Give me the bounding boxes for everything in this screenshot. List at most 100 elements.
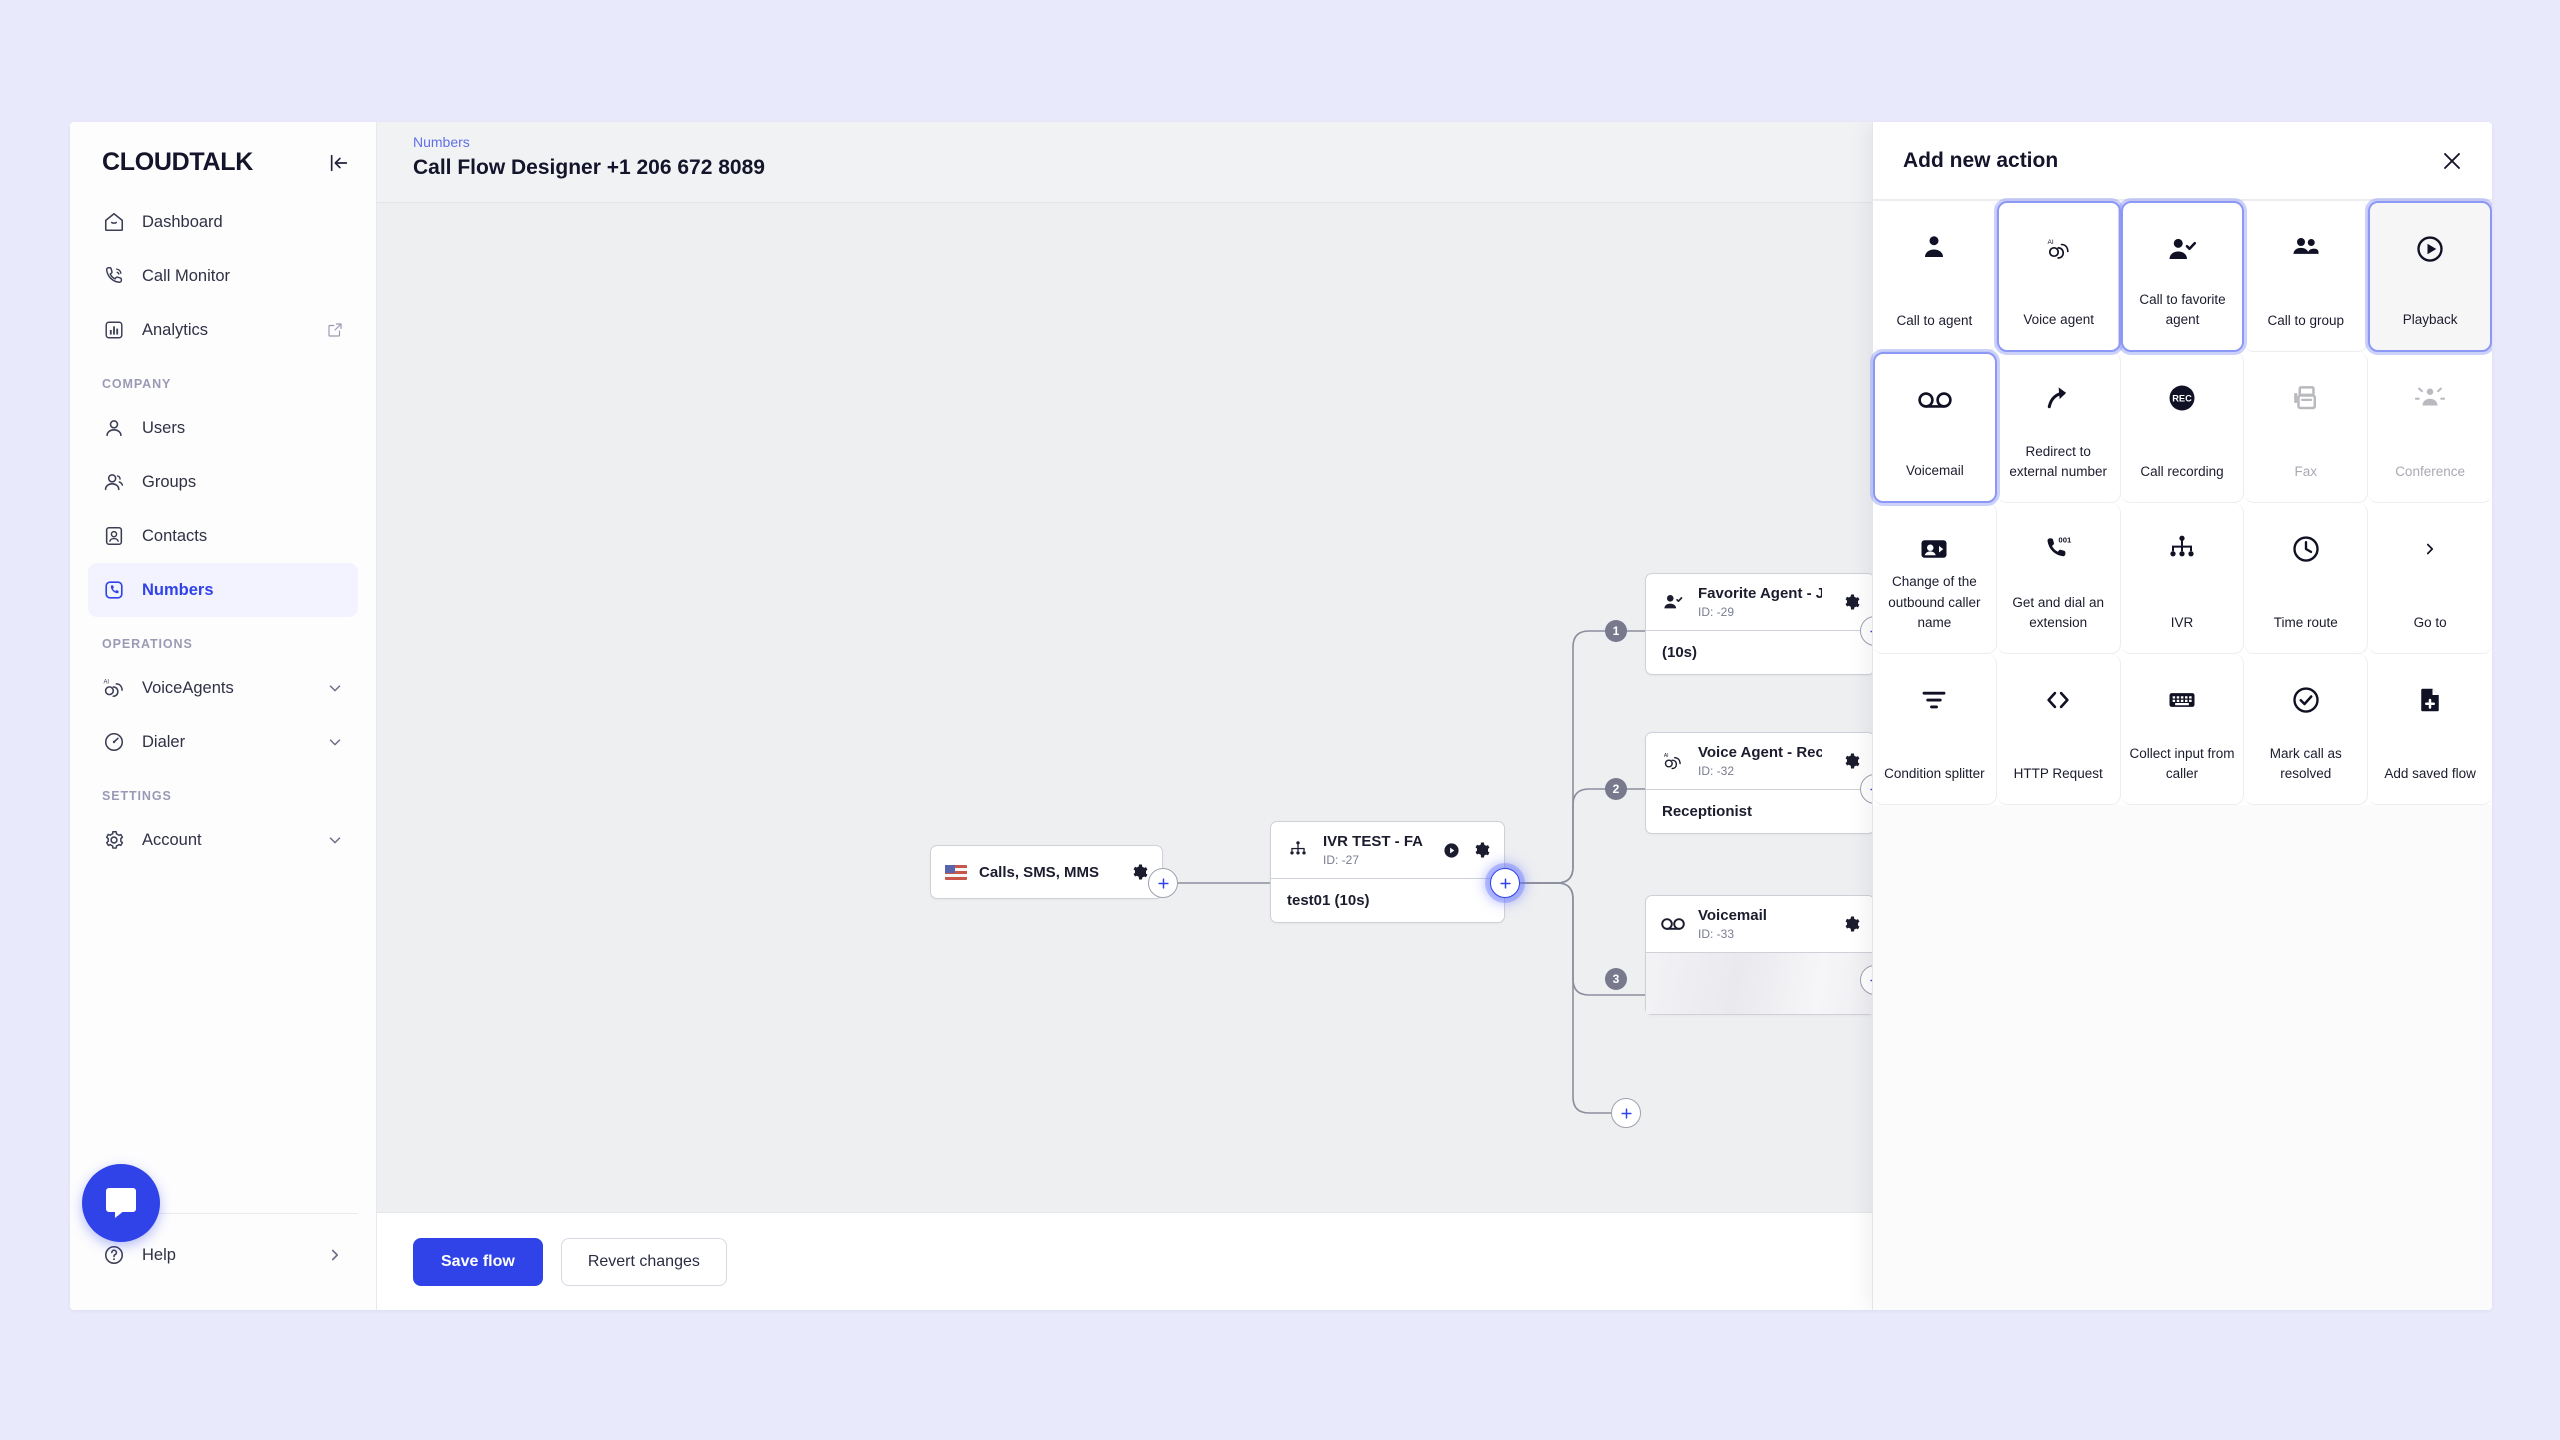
add-node-button[interactable] bbox=[1611, 1098, 1641, 1128]
home-icon bbox=[102, 210, 126, 234]
favorite-agent-icon bbox=[1660, 591, 1686, 613]
panel-header: Add new action bbox=[1873, 122, 2492, 200]
chat-bubble-icon[interactable] bbox=[82, 1164, 160, 1242]
node-actions bbox=[1842, 593, 1860, 611]
action-tile-playback[interactable]: Playback bbox=[2368, 201, 2492, 352]
sidebar-item-account[interactable]: Account bbox=[88, 813, 358, 867]
add-node-button[interactable] bbox=[1148, 868, 1178, 898]
add-node-button-selected[interactable] bbox=[1490, 868, 1520, 898]
gear-icon[interactable] bbox=[1130, 863, 1148, 881]
filter-icon bbox=[1919, 680, 1949, 720]
flow-node-branch-2[interactable]: AI Voice Agent - Recept ID: -32 Receptio… bbox=[1645, 732, 1875, 834]
action-tile-label: Redirect to external number bbox=[2009, 443, 2107, 479]
chevron-right-icon bbox=[2421, 529, 2439, 569]
users-filled-icon bbox=[2291, 227, 2321, 267]
node-title-wrap: Calls, SMS, MMS bbox=[979, 864, 1110, 881]
node-title: IVR TEST - FAQs bbox=[1323, 833, 1423, 850]
sidebar-item-label: Users bbox=[142, 418, 186, 437]
action-tile-condition-splitter[interactable]: Condition splitter bbox=[1873, 654, 1997, 805]
node-title-wrap: IVR TEST - FAQs ID: -27 bbox=[1323, 833, 1423, 867]
flow-node-branch-1[interactable]: Favorite Agent - Joh ID: -29 (10s) bbox=[1645, 573, 1875, 675]
action-tile-label: Go to bbox=[2413, 614, 2447, 630]
gear-icon[interactable] bbox=[1842, 915, 1860, 933]
fax-icon bbox=[2291, 378, 2321, 418]
node-body-placeholder bbox=[1646, 952, 1874, 1014]
gear-icon[interactable] bbox=[1842, 752, 1860, 770]
revert-changes-button[interactable]: Revert changes bbox=[560, 1237, 727, 1286]
node-header: Voicemail ID: -33 bbox=[1646, 896, 1874, 952]
flow-node-entry[interactable]: Calls, SMS, MMS bbox=[930, 845, 1163, 899]
action-tile-time-route[interactable]: Time route bbox=[2244, 503, 2369, 654]
play-icon[interactable] bbox=[1443, 842, 1460, 859]
action-tile-call-to-favorite-agent[interactable]: Call to favorite agent bbox=[2120, 201, 2245, 352]
sidebar-item-label: Groups bbox=[142, 472, 197, 491]
users-icon bbox=[102, 470, 126, 494]
external-link-icon bbox=[326, 321, 344, 339]
close-icon[interactable] bbox=[2440, 149, 2464, 173]
sidebar-item-dialer[interactable]: Dialer bbox=[88, 715, 358, 769]
action-tile-label: Call to favorite agent bbox=[2139, 291, 2226, 327]
action-tile-call-to-group[interactable]: Call to group bbox=[2244, 201, 2369, 352]
voice-agent-icon: AI bbox=[1660, 751, 1686, 771]
action-tile-add-saved-flow[interactable]: Add saved flow bbox=[2368, 654, 2492, 805]
sidebar-item-numbers[interactable]: Numbers bbox=[88, 563, 358, 617]
flow-node-ivr[interactable]: IVR TEST - FAQs ID: -27 test01 (10s) bbox=[1270, 821, 1505, 923]
sidebar-item-call-monitor[interactable]: Call Monitor bbox=[88, 249, 358, 303]
user-check-icon bbox=[2167, 229, 2197, 269]
sidebar-item-users[interactable]: Users bbox=[88, 401, 358, 455]
brand-logo: CLOUDTALK bbox=[102, 148, 253, 176]
gear-icon[interactable] bbox=[1842, 593, 1860, 611]
action-tile-label: Call to group bbox=[2267, 312, 2345, 328]
sidebar-item-groups[interactable]: Groups bbox=[88, 455, 358, 509]
action-tile-label: Collect input from caller bbox=[2129, 745, 2235, 781]
action-tile-label: IVR bbox=[2170, 614, 2194, 630]
node-id: ID: -33 bbox=[1698, 927, 1735, 941]
gear-icon bbox=[102, 828, 126, 852]
rec-icon: REC bbox=[2167, 378, 2197, 418]
breadcrumb[interactable]: Numbers bbox=[413, 134, 470, 150]
play-circle-icon bbox=[2415, 229, 2445, 269]
node-actions bbox=[1842, 915, 1860, 933]
action-tile-change-of-the-outbound-caller-name[interactable]: Change of the outbound caller name bbox=[1873, 503, 1997, 654]
gear-icon[interactable] bbox=[1472, 841, 1490, 859]
chevron-right-icon bbox=[326, 1246, 344, 1264]
panel-title: Add new action bbox=[1903, 148, 2059, 172]
sidebar-item-analytics[interactable]: Analytics bbox=[88, 303, 358, 357]
node-header: Favorite Agent - Joh ID: -29 bbox=[1646, 574, 1874, 630]
code-icon bbox=[2043, 680, 2073, 720]
main-area: Numbers Call Flow Designer +1 206 672 80… bbox=[377, 122, 2492, 1310]
collapse-left-icon[interactable] bbox=[328, 152, 350, 174]
action-tile-go-to[interactable]: Go to bbox=[2368, 503, 2492, 654]
voicemail-icon bbox=[1660, 915, 1686, 933]
sidebar-item-help[interactable]: Help bbox=[88, 1228, 358, 1282]
flow-node-branch-3[interactable]: Voicemail ID: -33 bbox=[1645, 895, 1875, 1015]
action-tile-voicemail[interactable]: Voicemail bbox=[1873, 352, 1997, 503]
branch-number: 3 bbox=[1605, 968, 1627, 990]
action-tile-collect-input-from-caller[interactable]: Collect input from caller bbox=[2120, 654, 2245, 805]
action-tile-mark-call-as-resolved[interactable]: Mark call as resolved bbox=[2244, 654, 2369, 805]
action-tile-label: Get and dial an extension bbox=[2012, 594, 2104, 630]
save-flow-button[interactable]: Save flow bbox=[413, 1237, 543, 1286]
svg-text:REC: REC bbox=[2172, 393, 2192, 403]
action-tile-conference: Conference bbox=[2368, 352, 2492, 503]
sidebar-item-dashboard[interactable]: Dashboard bbox=[88, 195, 358, 249]
action-tile-call-to-agent[interactable]: Call to agent bbox=[1873, 201, 1997, 352]
action-tile-http-request[interactable]: HTTP Request bbox=[1996, 654, 2121, 805]
action-tile-label: Add saved flow bbox=[2384, 765, 2476, 781]
sidebar-item-contacts[interactable]: Contacts bbox=[88, 509, 358, 563]
branch-number: 2 bbox=[1605, 778, 1627, 800]
action-tile-redirect-to-external-number[interactable]: Redirect to external number bbox=[1996, 352, 2121, 503]
action-tile-label: Playback bbox=[2402, 311, 2458, 327]
chevron-down-icon bbox=[326, 733, 344, 751]
action-tile-ivr[interactable]: IVR bbox=[2120, 503, 2245, 654]
